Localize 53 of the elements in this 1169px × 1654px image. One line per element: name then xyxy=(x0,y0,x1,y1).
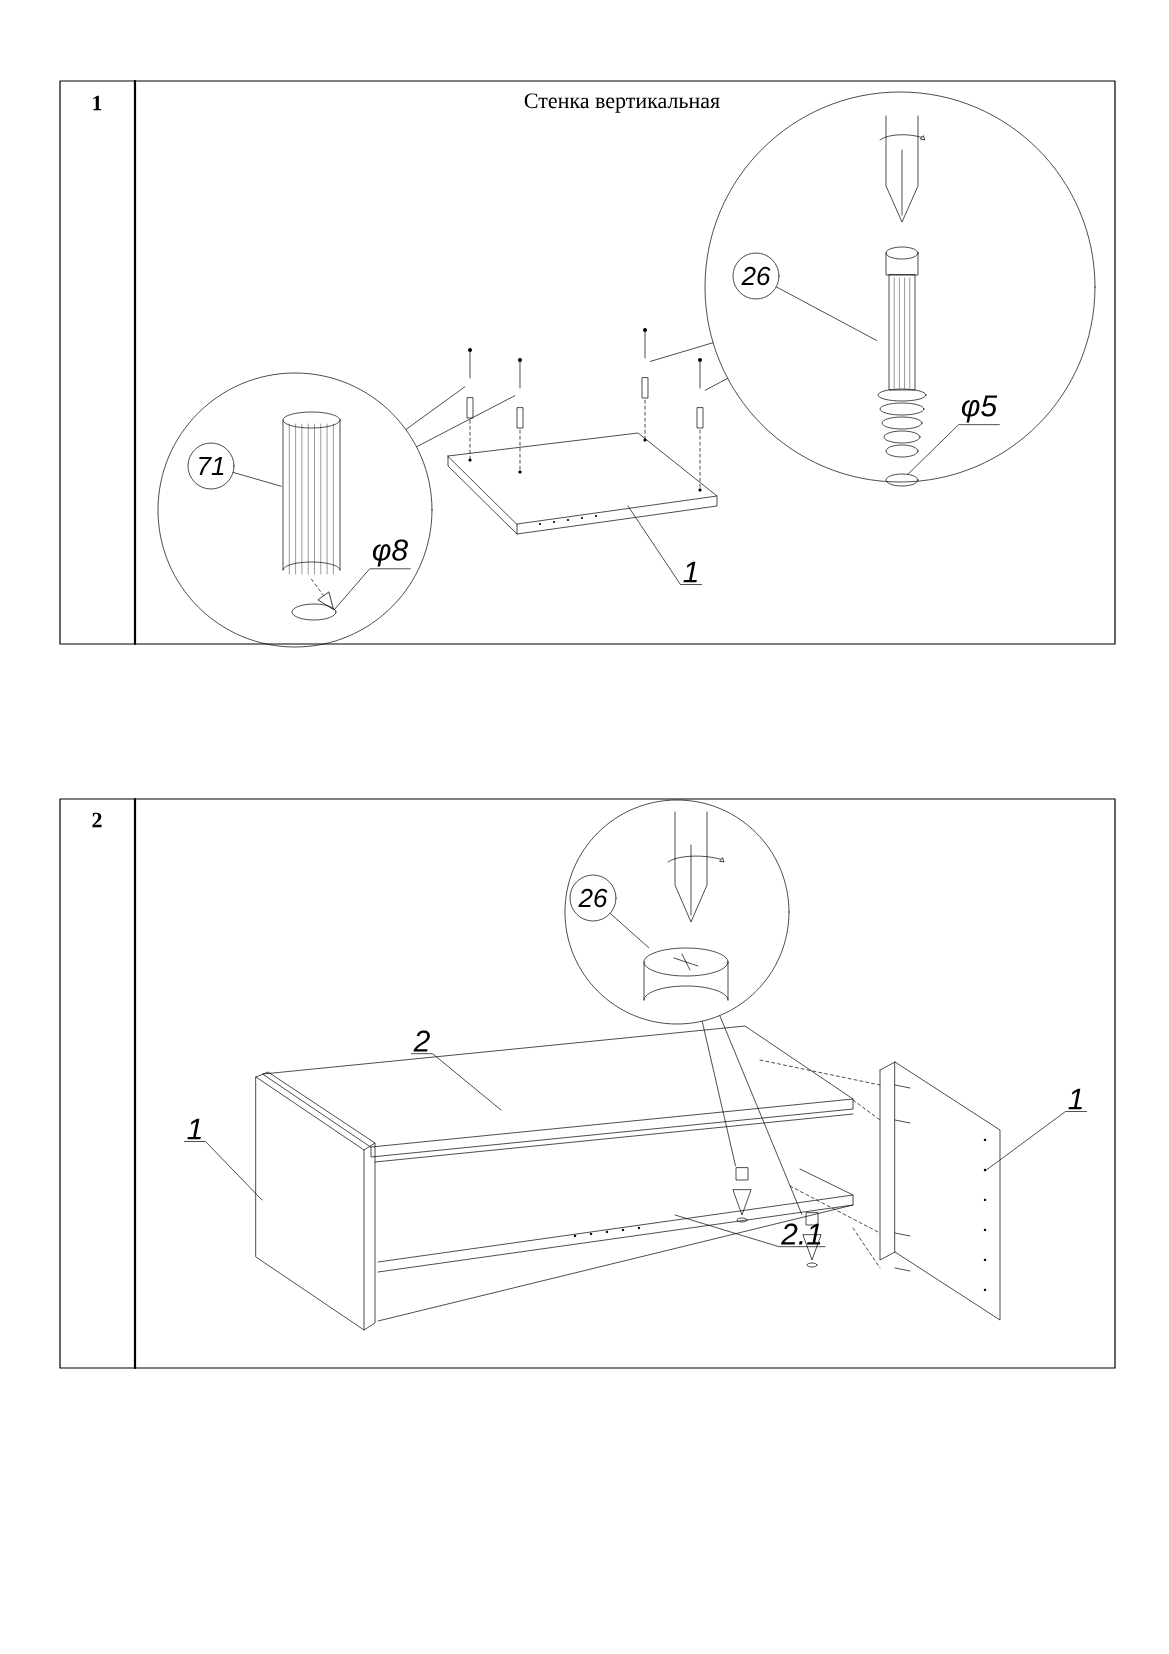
leader-line xyxy=(184,1141,263,1201)
leader-line xyxy=(701,1021,736,1167)
dowel-drawing xyxy=(466,348,474,419)
callout-number: 1 xyxy=(187,1118,201,1140)
guide-line xyxy=(759,1059,881,1086)
guide-line xyxy=(852,1099,881,1121)
guide-line xyxy=(789,1185,881,1234)
leader-line xyxy=(416,395,516,447)
callout-number: 71 xyxy=(187,442,235,490)
screw-drawing xyxy=(877,246,927,458)
leader-line xyxy=(719,1015,803,1215)
step-title: Стенка вертикальная xyxy=(524,93,720,113)
callout-number: 26 xyxy=(732,252,780,300)
step-number: 2 xyxy=(92,812,102,828)
leader-line xyxy=(984,1111,1087,1172)
dowel-drawing xyxy=(282,411,341,575)
callout-number: φ5 xyxy=(961,395,998,423)
callout-number: φ8 xyxy=(372,539,408,567)
leader-line xyxy=(333,568,411,611)
leader-line xyxy=(627,505,702,585)
side-panel-drawing xyxy=(879,1061,1001,1321)
leader-line xyxy=(649,342,714,362)
guide-line xyxy=(469,419,471,461)
dowel-drawing xyxy=(696,358,704,429)
guide-line xyxy=(644,399,646,441)
guide-line xyxy=(852,1227,881,1269)
arrow xyxy=(311,578,334,610)
dowel-drawing xyxy=(641,328,649,399)
leader-line xyxy=(674,1214,826,1248)
cam-lock-drawing xyxy=(643,947,729,1001)
callout-number: 26 xyxy=(569,874,617,922)
callout-number: 2 xyxy=(413,1030,430,1052)
bottom-shelf-drawing xyxy=(377,1168,854,1322)
callout-number: 1 xyxy=(1068,1088,1082,1110)
callout-number: 1 xyxy=(683,561,697,583)
step-number: 1 xyxy=(93,95,102,111)
leader-line xyxy=(907,424,1000,475)
hole xyxy=(885,473,919,487)
leader-line xyxy=(704,378,728,391)
leader-line xyxy=(776,286,878,341)
hole xyxy=(291,603,337,621)
leader-line xyxy=(411,1053,502,1111)
top-panel-drawing xyxy=(262,1025,854,1163)
leader-line xyxy=(233,472,282,487)
side-panel-drawing xyxy=(255,1071,376,1331)
leader-line xyxy=(405,386,466,430)
detail-circle xyxy=(564,799,790,1025)
dowel-drawing xyxy=(516,358,524,429)
leader-line xyxy=(610,913,650,949)
guide-line xyxy=(699,429,701,491)
detail-circle xyxy=(157,372,433,648)
shelf-drawing xyxy=(447,432,718,535)
guide-line xyxy=(519,429,521,473)
